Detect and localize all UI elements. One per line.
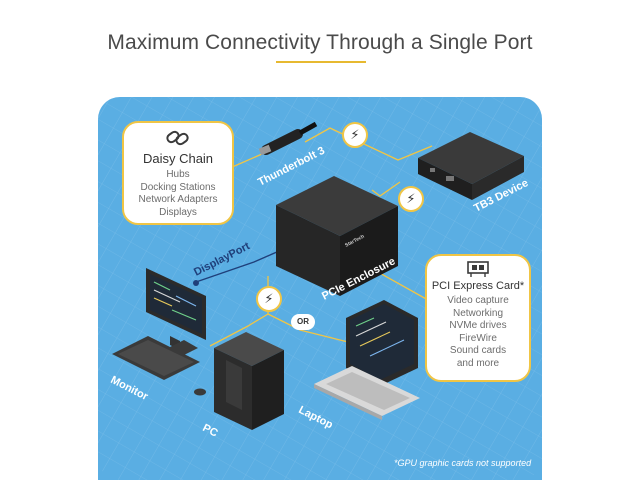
daisy-chain-item: Hubs [166,169,190,180]
pci-card-item: Sound cards [449,345,507,356]
thunderbolt-cable [258,121,318,156]
lightning-bolt-icon: ⚡ [398,186,424,212]
pci-card-item: and more [456,357,500,369]
pci-card-title: PCI Express Card* [431,280,525,292]
pci-card-item: NVMe drives [449,320,507,331]
chain-link-icon [166,130,189,146]
or-badge: OR [291,314,315,330]
pc-tower [214,332,284,430]
line-tb3-to-enclosure [371,181,401,197]
pcie-enclosure [276,176,398,296]
keyboard [112,336,200,380]
page-title: Maximum Connectivity Through a Single Po… [107,31,533,54]
line-displayport [195,247,287,283]
lightning-bolt-icon: ⚡ [256,286,282,312]
pci-card-item: Networking [452,307,504,319]
monitor [146,268,206,358]
displayport-endpoint [193,280,199,286]
expansion-card-icon [467,261,489,277]
pci-card-callout: PCI Express Card* Video capture Networki… [425,254,531,382]
lightning-bolt-icon: ⚡ [342,122,368,148]
daisy-chain-item: Docking Stations [140,181,216,193]
line-enclosure-to-laptop [267,313,349,343]
pci-card-item: FireWire [459,332,497,344]
daisy-chain-title: Daisy Chain [142,151,214,166]
mouse [194,388,206,396]
footnote: *GPU graphic cards not supported [394,458,532,468]
daisy-chain-callout: Daisy Chain Hubs Docking Stations Networ… [122,121,234,225]
title-underline [276,61,366,63]
daisy-chain-item: Network Adapters [138,194,218,205]
daisy-chain-item: Displays [159,206,197,218]
line-daisy-to-cable [229,153,263,169]
laptop [314,300,420,420]
tb3-device [418,132,524,200]
pci-card-item: Video capture [447,295,509,306]
